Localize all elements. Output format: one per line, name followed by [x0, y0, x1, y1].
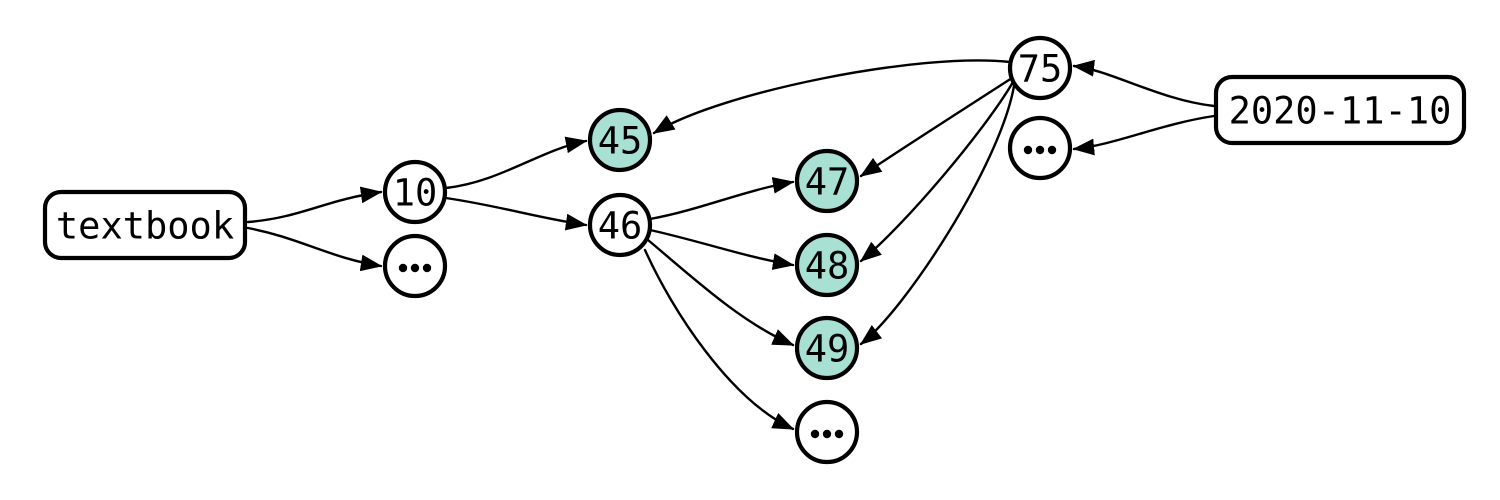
- node-ell_c[interactable]: ...: [1007, 115, 1073, 181]
- node-n49[interactable]: 49: [794, 315, 860, 381]
- edge-date-to-ell_c: [1072, 114, 1216, 156]
- ellipsis-dot-2: [834, 429, 844, 439]
- edge-n46-to-n47: [648, 177, 795, 221]
- edge-n46-to-n48: [648, 228, 795, 270]
- node-n48[interactable]: 48: [794, 232, 860, 298]
- node-n45[interactable]: 45: [587, 107, 653, 173]
- ellipsis-dot-0: [1023, 145, 1033, 155]
- node-label-textbook: textbook: [56, 205, 234, 248]
- node-shape-date[interactable]: [1213, 74, 1467, 146]
- ellipsis-dot-1: [1035, 145, 1045, 155]
- node-n75[interactable]: 75: [1007, 35, 1073, 101]
- edge-textbook-to-ell_a: [246, 226, 383, 272]
- node-shape-n45[interactable]: [587, 107, 653, 173]
- edge-n10-to-n46: [444, 196, 588, 231]
- node-label-n46: 46: [598, 205, 643, 248]
- node-ell_a[interactable]: ...: [382, 233, 448, 299]
- node-shape-n75[interactable]: [1007, 35, 1073, 101]
- edge-n75-to-n47: [859, 76, 1014, 178]
- edge-n75-to-n48: [859, 80, 1015, 263]
- ellipsis-dot-2: [1047, 145, 1057, 155]
- node-shape-n10[interactable]: [382, 159, 448, 225]
- node-n46[interactable]: 46: [587, 192, 653, 258]
- node-label-n10: 10: [393, 172, 438, 215]
- node-n47[interactable]: 47: [794, 148, 860, 214]
- edge-n46-to-ell_b: [643, 248, 795, 431]
- nodes-layer: textbook 10... 45 46 47 48 49... 75... 2020-11-1…: [42, 35, 1467, 465]
- node-shape-n48[interactable]: [794, 232, 860, 298]
- ellipsis-dot-1: [410, 263, 420, 273]
- ellipsis-dot-1: [822, 429, 832, 439]
- ellipsis-dot-0: [810, 429, 820, 439]
- ellipsis-dot-0: [398, 263, 408, 273]
- edge-date-to-n75: [1072, 59, 1216, 108]
- node-label-date: 2020-11-10: [1229, 90, 1452, 133]
- node-label-n47: 47: [805, 161, 850, 204]
- node-shape-n47[interactable]: [794, 148, 860, 214]
- node-n10[interactable]: 10: [382, 159, 448, 225]
- node-textbook[interactable]: textbook: [42, 189, 248, 261]
- node-ell_b[interactable]: ...: [794, 399, 860, 465]
- edge-n10-to-n45: [444, 136, 588, 190]
- node-label-n48: 48: [805, 245, 850, 288]
- edges-layer: [246, 59, 1216, 431]
- edge-n75-to-n49: [859, 84, 1016, 346]
- node-label-n75: 75: [1018, 48, 1063, 91]
- edge-textbook-to-n10: [246, 186, 383, 224]
- node-shape-textbook[interactable]: [42, 189, 248, 261]
- edge-n46-to-n49: [646, 238, 795, 347]
- ellipsis-dot-2: [422, 263, 432, 273]
- node-label-n45: 45: [598, 120, 643, 163]
- node-shape-n49[interactable]: [794, 315, 860, 381]
- edge-n75-to-n45: [652, 59, 1012, 135]
- node-shape-n46[interactable]: [587, 192, 653, 258]
- node-label-n49: 49: [805, 328, 850, 371]
- node-date[interactable]: 2020-11-10: [1213, 74, 1467, 146]
